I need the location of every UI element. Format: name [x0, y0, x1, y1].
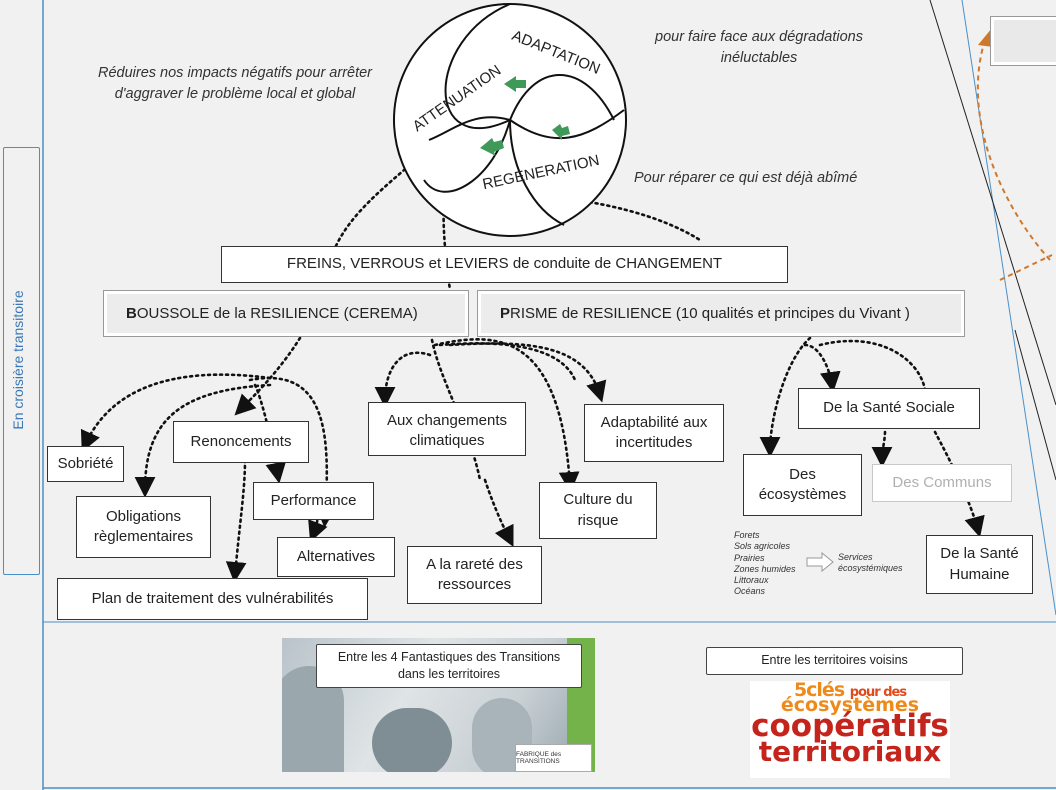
arrow-icon — [480, 76, 570, 156]
note-regeneration: Pour réparer ce qui est déjà abîmé — [634, 170, 858, 186]
hollow-arrow-icon — [806, 552, 834, 572]
note-adaptation: pour faire face aux dégradations inéluct… — [655, 29, 863, 67]
side-label-frame — [3, 147, 40, 575]
cles-logo-part: 5clés — [793, 679, 845, 701]
cles-logo: 5clés pour des écosystèmes coopératifs t… — [750, 681, 950, 778]
fabrique-logo-text: FABRIQUE des TRANSITIONS — [516, 751, 562, 765]
ecosystem-item: Forets — [734, 530, 760, 540]
cles-logo-part: écosystèmes — [780, 694, 920, 717]
ecosystem-item: Littoraux — [734, 575, 769, 585]
fantastiques-ribbon: Entre les 4 Fantastiques des Transitions… — [316, 644, 582, 688]
box-culture: Culture du risque — [539, 482, 657, 539]
note-attenuation: Réduires nos impacts négatifs pour arrêt… — [97, 65, 373, 103]
ecosystem-item: Sols agricoles — [734, 541, 791, 552]
box-performance: Performance — [253, 482, 374, 520]
box-ecosystemes: Des écosystèmes — [743, 454, 862, 516]
cles-logo-part: coopératifs — [751, 708, 949, 745]
box-alternatives: Alternatives — [277, 537, 395, 577]
ecosystem-item: Océans — [734, 586, 766, 597]
partial-right-box — [990, 16, 1056, 66]
voisins-ribbon: Entre les territoires voisins — [706, 647, 963, 675]
box-adaptabilite: Adaptabilité aux incertitudes — [584, 404, 724, 462]
ecosystem-list: Forets Sols agricoles Prairies Zones hum… — [734, 530, 814, 598]
box-renoncements: Renoncements — [173, 421, 309, 463]
cles-logo-part: pour des — [849, 685, 907, 700]
freins-box: FREINS, VERROUS et LEVIERS de conduite d… — [221, 246, 788, 283]
box-changements: Aux changements climatiques — [368, 402, 526, 456]
ecosystem-item: Zones humides — [734, 563, 796, 574]
box-sante-sociale: De la Santé Sociale — [798, 388, 980, 429]
box-sobriete: Sobriété — [47, 446, 124, 482]
box-rarete: A la rareté des ressources — [407, 546, 542, 604]
box-communs: Des Communs — [872, 464, 1012, 502]
cles-logo-part: territoriaux — [758, 734, 942, 768]
fabrique-badge: FABRIQUE des TRANSITIONS — [515, 744, 592, 772]
services-label: Services écosystémiques — [838, 552, 903, 574]
box-plan: Plan de traitement des vulnérabilités — [57, 578, 368, 620]
box-sante-humaine: De la Santé Humaine — [926, 535, 1033, 594]
ecosystem-item: Prairies — [734, 552, 765, 563]
resilience-triskel — [393, 3, 627, 237]
box-obligations: Obligations règlementaires — [76, 496, 211, 558]
